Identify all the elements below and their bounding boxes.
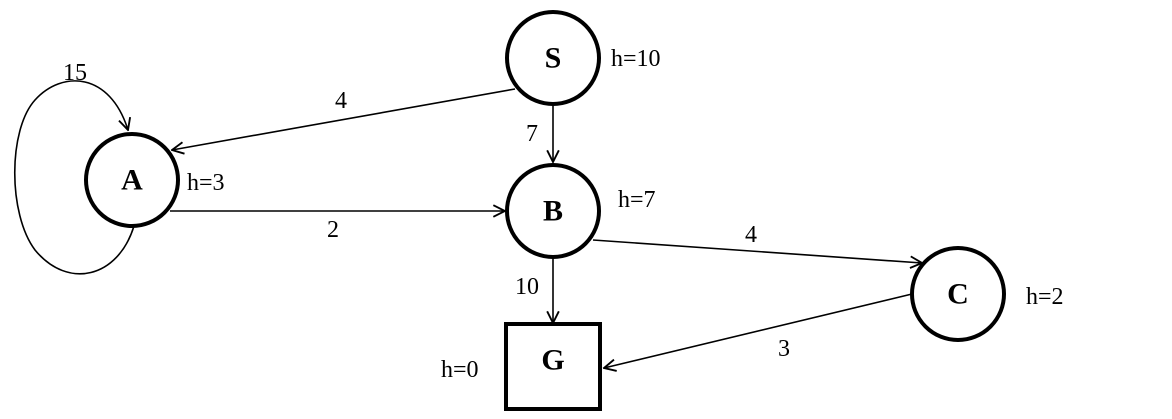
node-a-label: A xyxy=(121,164,143,197)
node-a-heuristic: h=3 xyxy=(187,170,225,196)
node-c: C xyxy=(910,246,1006,342)
edge-a-a-self-loop xyxy=(13,80,135,275)
edge-b-c-weight: 4 xyxy=(745,222,757,248)
edge-c-g xyxy=(604,293,913,368)
node-g-heuristic: h=0 xyxy=(441,357,479,383)
edge-s-b-weight: 7 xyxy=(526,121,538,147)
node-c-heuristic: h=2 xyxy=(1026,284,1064,310)
node-c-label: C xyxy=(947,278,969,311)
edge-a-b-weight: 2 xyxy=(327,217,339,243)
node-a: A xyxy=(84,132,180,228)
node-s-label: S xyxy=(545,42,562,75)
edge-s-a-weight: 4 xyxy=(335,88,347,114)
node-g-goal: G xyxy=(504,322,602,411)
edge-c-g-weight: 3 xyxy=(778,336,790,362)
edge-a-a-weight: 15 xyxy=(63,60,87,86)
edge-s-a xyxy=(172,88,516,150)
node-s-heuristic: h=10 xyxy=(611,46,661,72)
node-b-heuristic: h=7 xyxy=(618,187,656,213)
edge-b-c xyxy=(592,239,922,263)
edge-b-g-weight: 10 xyxy=(515,274,539,300)
node-b: B xyxy=(505,163,601,259)
node-g-label: G xyxy=(541,344,564,377)
node-s: S xyxy=(505,10,601,106)
node-b-label: B xyxy=(543,195,563,228)
